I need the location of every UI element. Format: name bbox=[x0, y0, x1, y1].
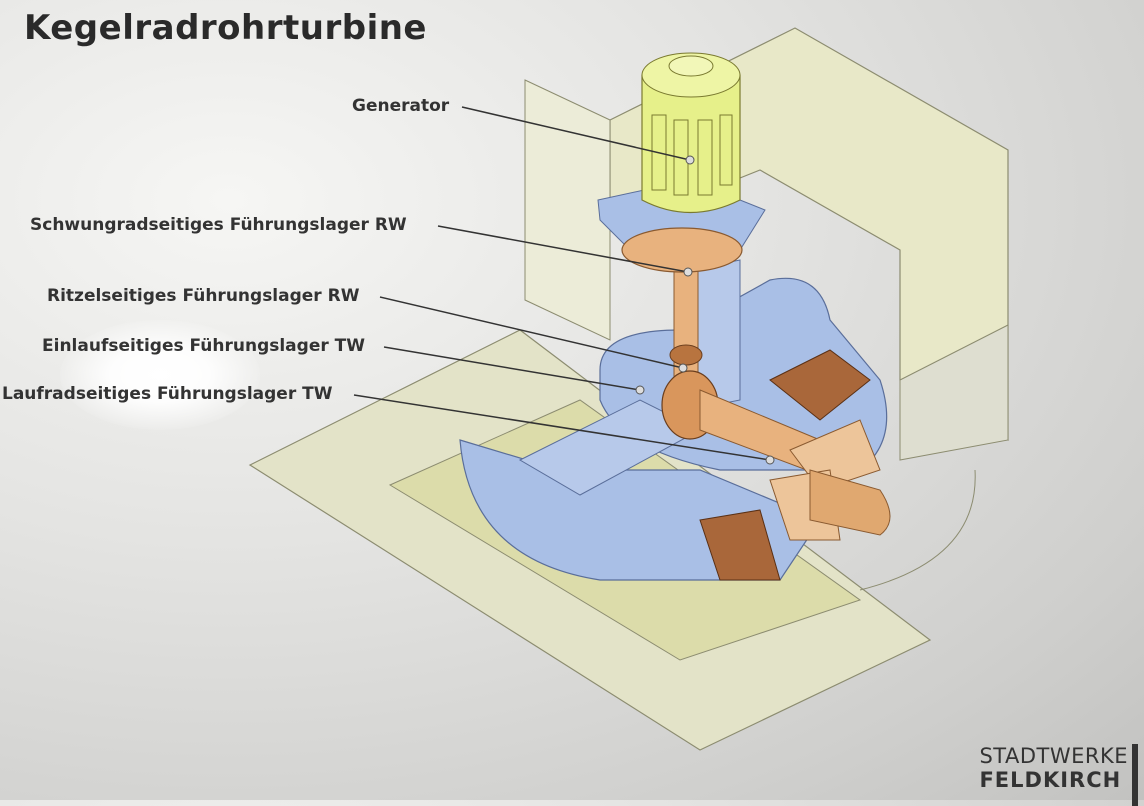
side-wall bbox=[524, 79, 611, 341]
runner-hub bbox=[809, 469, 891, 536]
diagram-title: Kegelradrohrturbine bbox=[24, 8, 427, 48]
label-runner-bearing: Laufradseitiges Führungslager TW bbox=[2, 384, 333, 404]
label-pinion-bearing: Ritzelseitiges Führungslager RW bbox=[47, 286, 360, 306]
label-flywheel-bearing: Schwungradseitiges Führungslager RW bbox=[30, 215, 407, 235]
leader-dots bbox=[635, 155, 775, 465]
wicket-gate-cluster bbox=[769, 349, 871, 421]
leader-lines bbox=[353, 106, 771, 461]
label-inlet-bearing: Einlaufseitiges Führungslager TW bbox=[42, 336, 365, 356]
label-generator: Generator bbox=[352, 96, 450, 116]
generator-cap bbox=[668, 55, 714, 77]
brand-line1: STADTWERKE bbox=[979, 744, 1128, 768]
brand-logo: STADTWERKE FELDKIRCH bbox=[979, 744, 1138, 806]
brand-line2: FELDKIRCH bbox=[979, 768, 1122, 792]
pinion-bearing bbox=[669, 344, 703, 366]
right-block bbox=[899, 324, 1009, 461]
draft-arc bbox=[859, 469, 976, 591]
wicket-gate-cluster-lower bbox=[699, 509, 781, 581]
brand-bar bbox=[1132, 744, 1138, 806]
flywheel-bearing bbox=[621, 227, 743, 273]
photo-glare bbox=[60, 320, 260, 430]
